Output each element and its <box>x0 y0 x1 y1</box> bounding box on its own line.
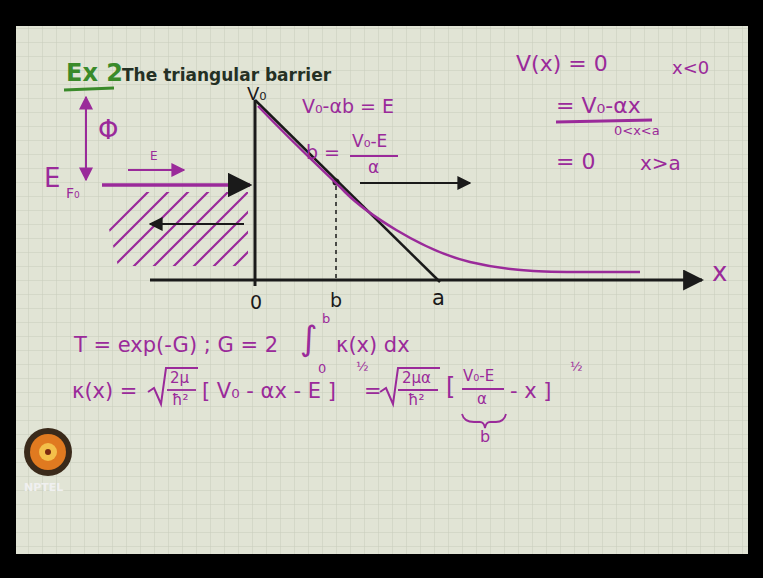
region-condition: x<0 <box>672 58 709 78</box>
axis-label: x <box>712 258 727 287</box>
fraction-numerator: V₀-E <box>352 132 387 151</box>
sqrt-numerator: 2μα <box>402 370 431 387</box>
turning-point-eq: V₀-αb = E <box>302 96 394 117</box>
underbrace-label: b <box>480 428 490 446</box>
potential-def: = 0 <box>556 150 595 174</box>
potential-height: V₀ <box>247 84 267 104</box>
axis-tick: a <box>432 287 445 310</box>
integral-limit: b <box>322 312 330 326</box>
sqrt-denominator: ħ² <box>408 392 424 409</box>
fraction-denominator: α <box>477 391 487 408</box>
slide-title: The triangular barrier <box>122 66 331 85</box>
exponent: ½ <box>570 360 583 374</box>
region-condition: x>a <box>640 152 681 174</box>
integral-limit: 0 <box>318 362 326 376</box>
equals-sign: = <box>364 380 382 403</box>
kappa-def: κ(x) = <box>72 380 137 403</box>
bracket-term: [ V₀ - αx - E ] <box>202 380 336 403</box>
fraction-denominator: α <box>368 158 379 177</box>
bracket-term: - x ] <box>510 380 552 403</box>
sqrt-numerator: 2μ <box>170 370 189 387</box>
axis-tick: b <box>330 290 342 311</box>
potential-def: = V₀-αx <box>556 94 641 118</box>
work-function: Φ <box>98 116 118 145</box>
sqrt-denominator: ħ² <box>172 392 188 409</box>
fraction-numerator: V₀-E <box>463 368 494 385</box>
fermi-level: E <box>44 164 60 193</box>
transmission-eq: T = exp(-G) ; G = 2 <box>74 334 278 357</box>
region-condition: 0<x<a <box>614 124 660 138</box>
energy-mark: E <box>150 150 158 163</box>
integrand: κ(x) dx <box>336 334 410 357</box>
integral-sign: ∫ <box>300 320 318 357</box>
example-number: Ex 2 <box>66 60 123 86</box>
logo-text: NPTEL <box>24 482 63 494</box>
axis-tick: 0 <box>250 292 262 313</box>
potential-def: V(x) = 0 <box>516 52 608 76</box>
exponent: ½ <box>356 360 369 374</box>
turning-point-lhs: b = <box>306 142 340 163</box>
bracket-open: [ <box>446 374 455 400</box>
fermi-subscript: F₀ <box>66 186 80 201</box>
